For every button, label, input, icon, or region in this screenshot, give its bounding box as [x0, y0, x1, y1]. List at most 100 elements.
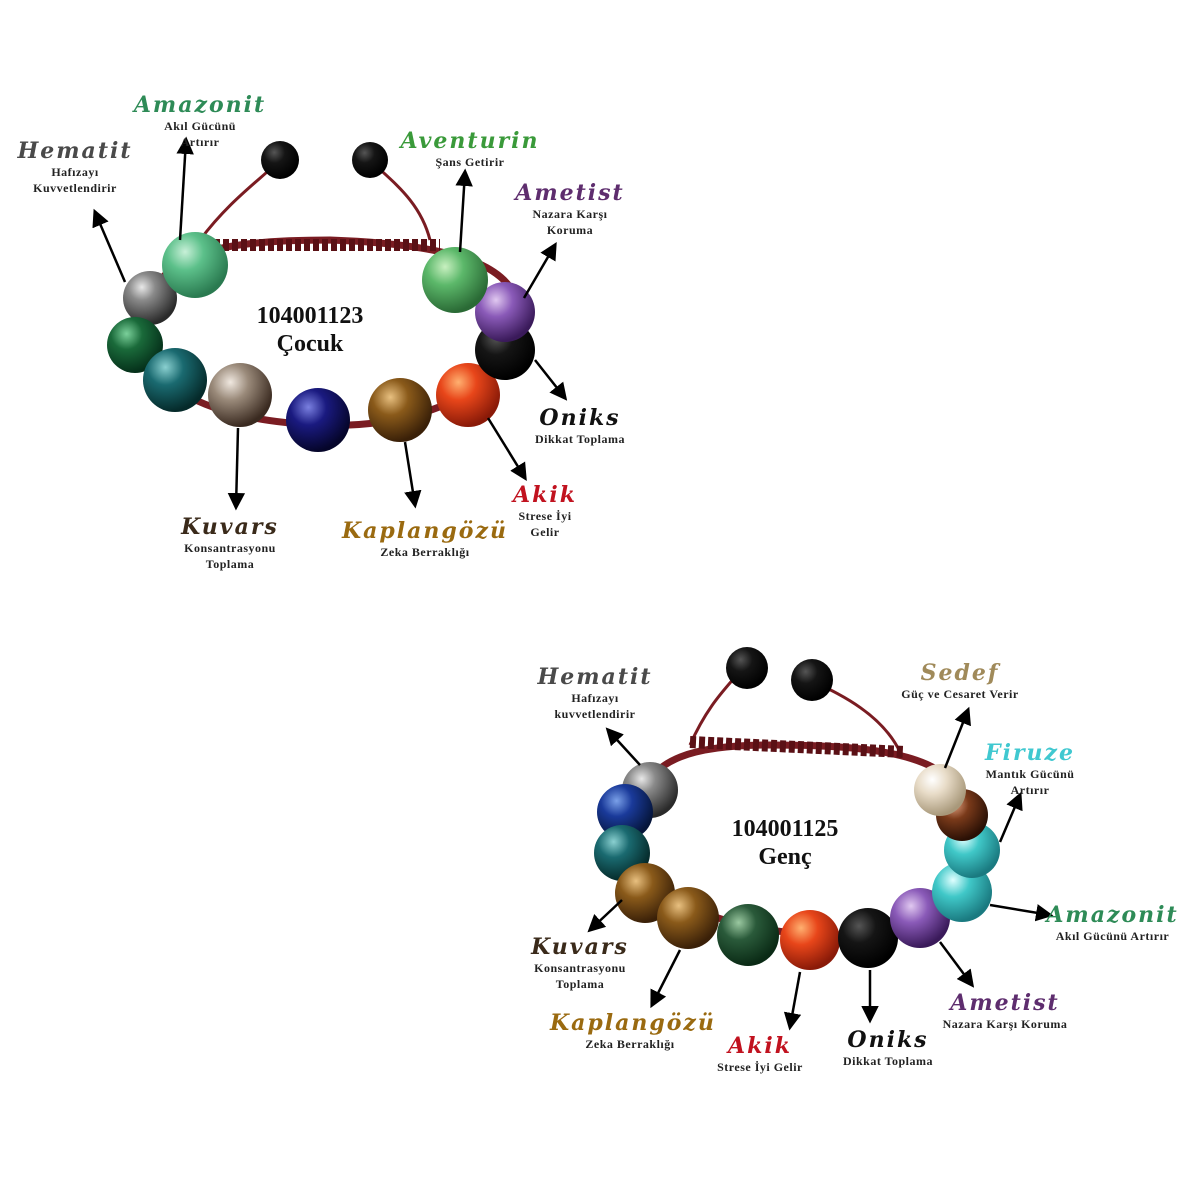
stone-name: Aventurin — [400, 128, 540, 154]
stone-benefit: Artırır — [180, 135, 220, 149]
bead-kaplangozu — [368, 378, 432, 442]
arrow-akik — [486, 417, 527, 481]
bead-ametist — [475, 282, 535, 342]
stone-benefit: Strese İyi — [518, 509, 572, 523]
product-code: 104001123 — [256, 303, 364, 329]
arrow-ametist — [522, 241, 557, 299]
stone-name: Amazonit — [133, 92, 267, 118]
stone-benefit: Gelir — [530, 525, 560, 539]
arrow-kuvars — [227, 427, 246, 511]
stone-name: Amazonit — [1046, 902, 1179, 928]
bead-kaplangozu — [657, 887, 719, 949]
arrow-sedef — [943, 706, 971, 769]
stone-benefit: Akıl Gücünü Artırır — [1055, 929, 1170, 943]
stone-benefit: Zeka Berraklığı — [585, 1037, 675, 1051]
stone-benefit: Hafızayı — [571, 691, 619, 705]
stone-name: Ametist — [950, 990, 1060, 1016]
bead-oniks — [838, 908, 898, 968]
arrow-firuze — [998, 791, 1023, 843]
label-akik: Akik Strese İyi Gelir — [490, 482, 600, 540]
arrow-kaplangozu — [403, 441, 422, 509]
label-kaplangozu: Kaplangözü Zeka Berraklığı — [340, 518, 510, 560]
stone-benefit: Koruma — [546, 223, 594, 237]
bead-sedef — [914, 764, 966, 816]
stone-name: Hematit — [17, 138, 133, 164]
stone-benefit: Akıl Gücünü — [164, 119, 236, 133]
bead-teal — [143, 348, 207, 412]
end-bead-right — [352, 142, 388, 178]
label-ametist: Ametist Nazara Karşı Koruma — [495, 180, 645, 238]
label-oniks: Oniks Dikkat Toplama — [510, 405, 650, 447]
end-bead-right — [791, 659, 833, 701]
bead-mossagate — [717, 904, 779, 966]
label-oniks: Oniks Dikkat Toplama — [818, 1027, 958, 1069]
stone-name: Oniks — [847, 1027, 929, 1053]
label-ametist: Ametist Nazara Karşı Koruma — [930, 990, 1080, 1032]
stone-benefit: Nazara Karşı Koruma — [942, 1017, 1068, 1031]
stone-name: Kuvars — [181, 514, 279, 540]
stone-benefit: Dikkat Toplama — [534, 432, 626, 446]
bead-blue — [597, 784, 653, 840]
label-amazonit: Amazonit Akıl Gücünü Artırır — [1045, 902, 1180, 944]
stone-benefit: Hafızayı — [51, 165, 99, 179]
product-title: Genç — [758, 844, 812, 870]
bead-akik — [780, 910, 840, 970]
product-code-cocuk: 104001123 Çocuk — [240, 302, 380, 358]
stone-benefit: Kuvvetlendirir — [33, 181, 117, 195]
stone-benefit: Şans Getirir — [435, 155, 505, 169]
label-firuze: Firuze Mantık Gücünü Artırır — [960, 740, 1100, 798]
stone-name: Kaplangözü — [342, 518, 508, 544]
arrow-kaplangozu — [650, 949, 682, 1009]
arrow-oniks — [534, 359, 568, 401]
bracelet-cocuk — [92, 136, 568, 511]
arrow-kuvars — [587, 899, 623, 933]
stone-name: Oniks — [539, 405, 621, 431]
stone-name: Akik — [728, 1033, 792, 1059]
label-sedef: Sedef Güç ve Cesaret Verir — [880, 660, 1040, 702]
arrow-amazonit — [989, 903, 1054, 922]
stone-benefit: Zeka Berraklığı — [380, 545, 470, 559]
stone-name: Sedef — [920, 660, 1000, 686]
stone-name: Firuze — [984, 740, 1076, 766]
bead-green — [107, 317, 163, 373]
label-aventurin: Aventurin Şans Getirir — [390, 128, 550, 170]
label-hematit: Hematit Hafızayı Kuvvetlendirir — [0, 138, 150, 196]
cord-strings — [198, 158, 432, 241]
bead-kuvars — [208, 363, 272, 427]
stone-benefit: Güç ve Cesaret Verir — [901, 687, 1019, 701]
label-akik: Akik Strese İyi Gelir — [700, 1033, 820, 1075]
arrow-aventurin — [455, 168, 473, 253]
label-amazonit: Amazonit Akıl Gücünü Artırır — [125, 92, 275, 150]
stone-name: Akik — [513, 482, 577, 508]
stone-name: Hematit — [537, 664, 653, 690]
label-kaplangozu: Kaplangözü Zeka Berraklığı — [550, 1010, 716, 1052]
bead-amazonit — [162, 232, 228, 298]
label-hematit: Hematit Hafızayı kuvvetlendirir — [520, 664, 670, 722]
bead-akik — [436, 363, 500, 427]
label-kuvars: Kuvars Konsantrasyonu Toplama — [155, 514, 305, 572]
bead-lapis — [286, 388, 350, 452]
stone-name: Ametist — [515, 180, 625, 206]
label-kuvars: Kuvars Konsantrasyonu Toplama — [505, 934, 655, 992]
stone-benefit: Nazara Karşı — [532, 207, 608, 221]
end-bead-left — [726, 647, 768, 689]
bracelet-genc — [587, 647, 1054, 1031]
end-bead-left — [261, 141, 299, 179]
arrow-ametist — [938, 941, 975, 988]
stone-benefit: Strese İyi Gelir — [717, 1060, 803, 1074]
stone-benefit: Mantık Gücünü — [985, 767, 1075, 781]
stone-benefit: Artırır — [1010, 783, 1050, 797]
bead-aventurin — [422, 247, 488, 313]
stone-name: Kuvars — [531, 934, 629, 960]
arrow-akik — [783, 971, 802, 1031]
arrow-hematit — [92, 208, 127, 283]
stone-name: Kaplangözü — [550, 1010, 716, 1036]
arrow-amazonit — [176, 136, 194, 241]
stone-benefit: kuvvetlendirir — [554, 707, 636, 721]
product-code-genc: 104001125 Genç — [715, 815, 855, 871]
product-title: Çocuk — [276, 331, 344, 357]
stone-benefit: Dikkat Toplama — [842, 1054, 934, 1068]
stone-benefit: Toplama — [555, 977, 605, 991]
arrow-hematit — [605, 727, 641, 766]
